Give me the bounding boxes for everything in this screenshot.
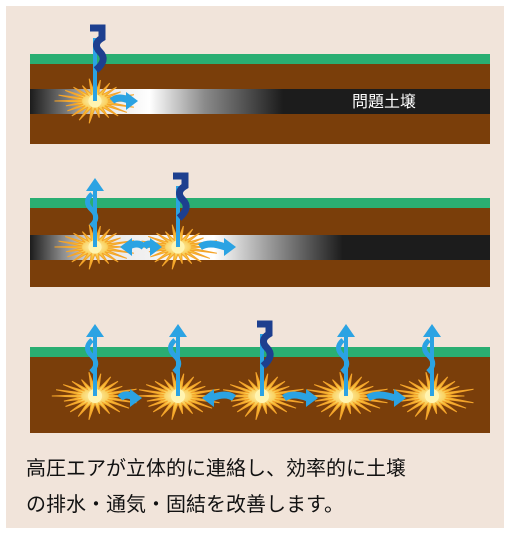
air-vent-arrow-icon (337, 324, 355, 337)
lateral-air-flow-stroke (210, 391, 237, 402)
air-vent-arrow-icon (86, 324, 104, 337)
lateral-air-flow-stroke (198, 240, 227, 251)
lateral-air-flow-icon (126, 92, 138, 110)
air-swirl (422, 338, 436, 374)
air-flow-effects (51, 24, 474, 420)
air-swirl (85, 192, 99, 228)
illustration-frame: 問題土壌 高圧エアが立体的に連絡し、効率的に土壌 の排水・通気・固結を改善します… (6, 6, 504, 528)
air-vent-arrow-icon (86, 178, 104, 191)
caption-line: の排水・通気・固結を改善します。 (26, 492, 344, 516)
lateral-air-flow-icon (130, 389, 142, 407)
lateral-air-flow-icon (120, 238, 132, 256)
air-injection-arrow-icon (173, 172, 190, 221)
air-vent-arrow-icon (169, 324, 187, 337)
panel-1: 問題土壌 (30, 54, 490, 144)
caption-line: 高圧エアが立体的に連絡し、効率的に土壌 (26, 456, 406, 480)
lateral-air-flow-stroke (366, 391, 396, 402)
caption: 高圧エアが立体的に連絡し、効率的に土壌 の排水・通気・固結を改善します。 (26, 450, 496, 522)
air-swirl (336, 338, 350, 374)
air-injection-arrow-icon (90, 24, 107, 73)
air-injection-arrow-icon (257, 320, 274, 369)
air-injection-diagram: 問題土壌 (30, 24, 490, 433)
air-swirl (85, 338, 99, 374)
lateral-air-flow-icon (224, 238, 236, 256)
grass-strip (30, 54, 490, 64)
problem-soil-label: 問題土壌 (352, 92, 416, 111)
lateral-air-flow-icon (150, 238, 162, 256)
air-vent-arrow-icon (423, 324, 441, 337)
grass-strip (30, 198, 490, 208)
lateral-air-flow-icon (394, 389, 406, 407)
lateral-air-flow-stroke (281, 391, 310, 402)
air-swirl (168, 338, 182, 374)
lateral-air-flow-icon (306, 389, 318, 407)
lateral-air-flow-icon (202, 389, 214, 407)
